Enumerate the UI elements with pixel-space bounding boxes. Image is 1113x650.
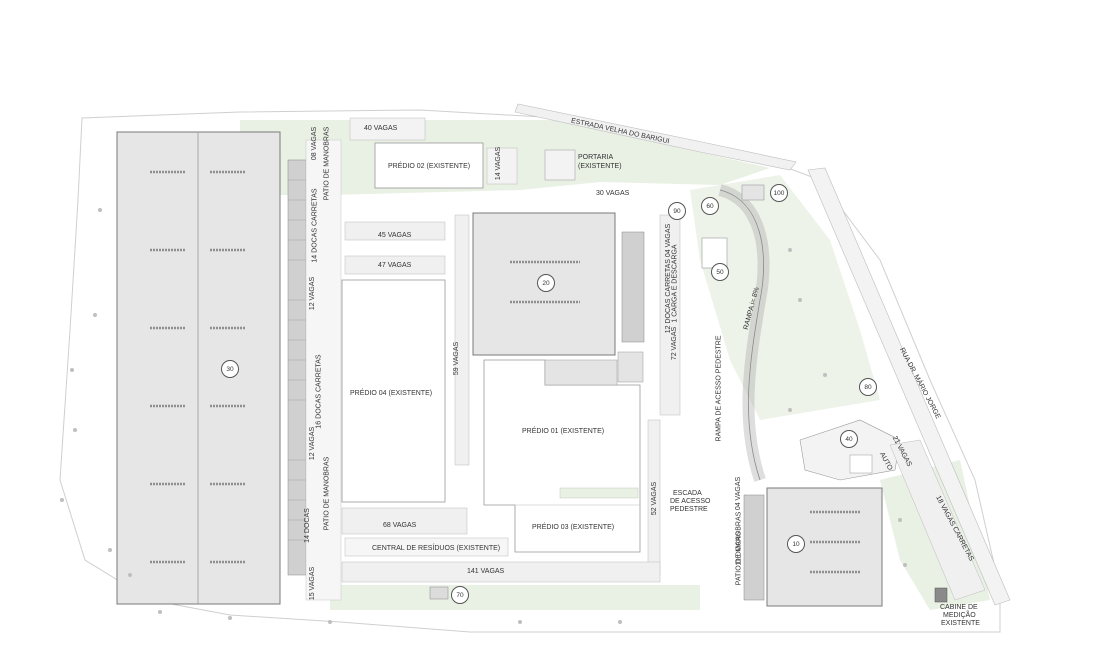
marker-30: 30 xyxy=(221,360,239,378)
escada-label-1: ESCADA xyxy=(673,490,702,497)
marker-40: 40 xyxy=(840,430,858,448)
marker-80: 80 xyxy=(859,378,877,396)
predio-02-label: PRÉDIO 02 (EXISTENTE) xyxy=(388,163,471,170)
docks-10 xyxy=(743,494,765,601)
parking-30-label: 30 VAGAS xyxy=(596,190,630,197)
cabine-label-2: MEDIÇÃO xyxy=(943,612,976,619)
central-residuos-label: CENTRAL DE RESÍDUOS (EXISTENTE) xyxy=(372,545,501,552)
parking-45 xyxy=(344,221,446,241)
predio-01-label: PRÉDIO 01 (EXISTENTE) xyxy=(522,428,605,435)
docks-14b-label: 14 DOCAS xyxy=(303,508,311,543)
cabine-label-1: CABINE DE xyxy=(940,604,978,611)
portaria-label: PORTARIA xyxy=(578,154,614,161)
predio-04-label: PRÉDIO 04 (EXISTENTE) xyxy=(350,390,433,397)
parking-47 xyxy=(344,255,446,275)
trash-box xyxy=(429,586,449,600)
predio-02 xyxy=(374,142,484,189)
parking-59-label: 59 VAGAS xyxy=(453,341,461,376)
parking-15-label: 15 VAGAS xyxy=(309,566,317,601)
parking-40 xyxy=(349,117,426,141)
building-100 xyxy=(741,184,765,201)
marker-50: 50 xyxy=(711,263,729,281)
portaria-sub-label: (EXISTENTE) xyxy=(578,163,622,170)
parking-52-label: 52 VAGAS xyxy=(651,481,659,516)
parking-141-label: 141 VAGAS xyxy=(467,568,505,575)
predio-04 xyxy=(341,279,446,503)
marker-100: 100 xyxy=(770,184,788,202)
parking-40-label: 40 VAGAS xyxy=(364,125,398,132)
parking-47-label: 47 VAGAS xyxy=(378,262,412,269)
parking-68 xyxy=(341,507,468,535)
portaria-building xyxy=(544,149,576,181)
building-40-area xyxy=(799,419,901,481)
trees xyxy=(60,208,907,624)
rampa-pedestre-label: RAMPA DE ACESSO PEDESTRE xyxy=(715,335,723,442)
parking-68-label: 68 VAGAS xyxy=(383,522,417,529)
marker-60: 60 xyxy=(701,197,719,215)
green-east xyxy=(690,175,880,420)
cabine-label-3: EXISTENTE xyxy=(941,620,980,627)
parking-carretas xyxy=(889,439,986,601)
central-residuos xyxy=(344,537,509,557)
marker-20: 20 xyxy=(537,274,555,292)
parking-45-label: 45 VAGAS xyxy=(378,232,412,239)
predio-03-label: PRÉDIO 03 (EXISTENTE) xyxy=(532,524,615,531)
west-lane xyxy=(305,139,342,601)
building-30 xyxy=(116,131,281,605)
marker-70: 70 xyxy=(451,586,469,604)
parking-12a-label: 12 VAGAS xyxy=(309,276,317,311)
parking-14-label: 14 VAGAS xyxy=(495,146,503,181)
parking-141 xyxy=(341,561,661,583)
building-10 xyxy=(766,487,883,607)
escada-label-2: DE ACESSO xyxy=(670,498,711,505)
carga-label: 1 CARGA E DESCARGA xyxy=(671,244,679,323)
green-south xyxy=(330,585,700,610)
docks-14a-label: 14 DOCAS CARRETAS xyxy=(311,188,319,263)
parking-08-label: 08 VAGAS xyxy=(311,126,319,161)
cabine xyxy=(934,587,948,603)
docks-16-label: 16 DOCAS CARRETAS xyxy=(315,354,323,429)
docks-11-label: 11 DOCAS xyxy=(735,531,743,566)
parking-04-label: 04 VAGAS xyxy=(735,476,743,511)
parking-59 xyxy=(454,214,470,466)
patio-b-label: PATIO DE MANOBRAS xyxy=(323,456,331,531)
marker-10: 10 xyxy=(787,535,805,553)
parking-12b-label: 12 VAGAS xyxy=(309,426,317,461)
patio-a-label: PATIO DE MANOBRAS xyxy=(323,126,331,201)
parking-14 xyxy=(486,147,518,185)
rua-road xyxy=(807,167,1011,606)
docks-20 xyxy=(621,231,645,343)
escada-label-3: PEDESTRE xyxy=(670,506,708,513)
estrada-road xyxy=(514,103,797,171)
marker-90: 90 xyxy=(668,202,686,220)
